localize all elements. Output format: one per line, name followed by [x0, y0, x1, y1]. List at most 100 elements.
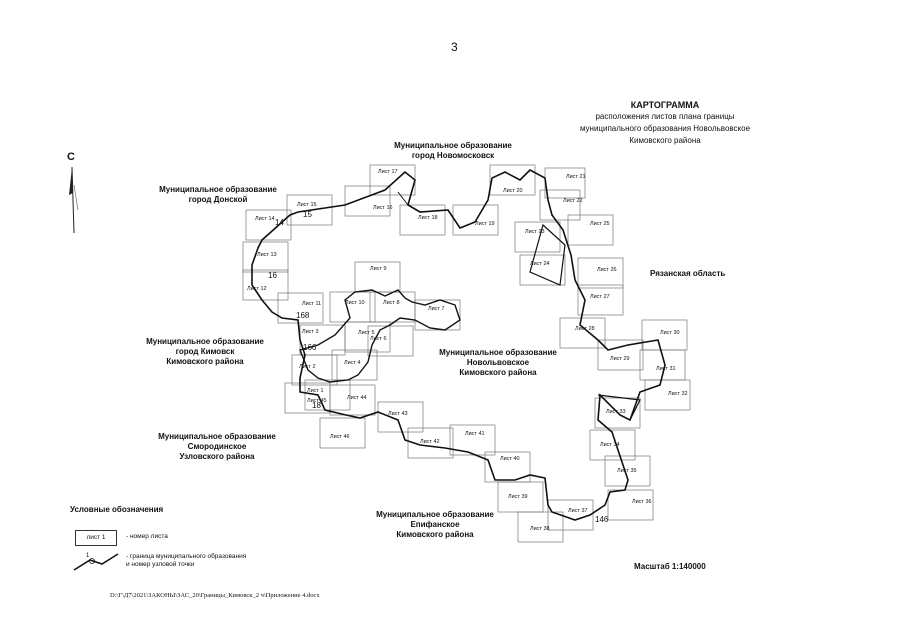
sheet-label: Лист 39: [508, 494, 528, 500]
sheet-label: Лист 34: [600, 442, 620, 448]
legend-sheet-sample-label: лист 1: [86, 534, 106, 541]
page-number: 3: [451, 40, 458, 54]
inner-boundary-line: [299, 289, 461, 383]
sheet-label: Лист 17: [378, 169, 398, 175]
region-line: Новольвовское: [466, 358, 530, 367]
sheet-frame: [559, 317, 606, 349]
legend-boundary-icon: 1: [73, 553, 119, 571]
sheet-label: Лист 32: [668, 391, 688, 397]
sheet-label: Лист 43: [388, 411, 408, 417]
region-line: Смородинское: [187, 442, 247, 451]
sheet-frame: [577, 257, 624, 289]
sheet-frame: [594, 397, 641, 429]
sheet-frame: [539, 189, 581, 221]
title-line: КАРТОГРАММА: [630, 100, 700, 110]
legend-line: - граница муниципального образования: [126, 553, 247, 560]
north-label: С: [67, 151, 75, 163]
region-line: Кимовского района: [166, 357, 244, 366]
legend-node-number: 1: [86, 553, 90, 559]
node-number-label: 166: [303, 343, 317, 352]
title-line: расположения листов плана границы: [595, 112, 735, 121]
node-number-label: 14: [275, 218, 284, 227]
sheet-label: Лист 22: [563, 198, 583, 204]
sheet-frame: [407, 427, 454, 459]
sheet-frame: [577, 284, 624, 316]
sheet-frame: [291, 354, 338, 386]
region-smorodinskoe: Муниципальное образование Смородинское У…: [142, 432, 292, 462]
sheet-label: Лист 10: [345, 300, 365, 306]
sheet-frame: [489, 164, 536, 196]
sheet-label: Лист 3: [302, 329, 319, 335]
title-line: Кимовского района: [629, 136, 701, 145]
sheet-frame: [344, 185, 391, 217]
sheet-label: Лист 46: [330, 434, 350, 440]
sheet-label: Лист 18: [418, 215, 438, 221]
boundary-segment-line: [597, 394, 641, 421]
sheet-label: Лист 14: [255, 216, 275, 222]
region-kimovsk: Муниципальное образование город Кимовск …: [130, 337, 280, 367]
sheet-label: Лист 7: [428, 306, 445, 312]
region-line: Узловского района: [179, 452, 255, 461]
node-number-label: 146: [595, 515, 609, 524]
sheet-label: Лист 24: [530, 261, 550, 267]
region-line: Муниципальное образование: [439, 348, 557, 357]
sheet-frame: [367, 325, 414, 357]
node-number-label: 168: [296, 311, 310, 320]
region-novolvovskoe: Муниципальное образование Новольвовское …: [418, 348, 578, 378]
sheet-label: Лист 15: [297, 202, 317, 208]
sheet-label: Лист 33: [606, 409, 626, 415]
region-line: Муниципальное образование: [146, 337, 264, 346]
sheet-frame: [319, 417, 366, 449]
sheet-frame: [597, 339, 644, 371]
sheet-label: Лист 19: [475, 221, 495, 227]
sheet-frame: [449, 424, 496, 456]
region-line: Кимовского района: [396, 530, 474, 539]
sheet-frame: [607, 489, 654, 521]
sheet-frame: [245, 209, 292, 241]
region-line: Муниципальное образование: [394, 141, 512, 150]
outer-boundary-line: [251, 169, 666, 521]
region-donskoy: Муниципальное образование город Донской: [143, 185, 293, 205]
sheet-frame: [644, 379, 691, 411]
legend-sheet-desc: - номер листа: [126, 533, 168, 540]
sheet-label: Лист 4: [344, 360, 361, 366]
title-line: муниципального образования Новольвовское: [579, 124, 751, 133]
sheet-label: Лист 29: [610, 356, 630, 362]
sheet-frame: [452, 204, 499, 236]
region-novomoskovsk: Муниципальное образование город Новомоск…: [378, 141, 528, 161]
sheet-label: Лист 40: [500, 456, 520, 462]
region-line: город Кимовск: [175, 347, 235, 356]
region-line: Муниципальное образование: [158, 432, 276, 441]
sheet-label: Лист 42: [420, 439, 440, 445]
region-line: Кимовского района: [459, 368, 537, 377]
scale-label: Масштаб 1:140000: [634, 562, 706, 571]
legend-line: и номер узловой точки: [126, 561, 195, 568]
sheet-label: Лист 16: [373, 205, 393, 211]
sheet-frame: [604, 455, 651, 487]
sheet-frame: [369, 291, 416, 323]
sheet-label: Лист 11: [302, 301, 321, 307]
footer-path: D:\Г\Д7\2021\ЗАКОНЫ\ЗАС_20\Границы_Кимов…: [110, 592, 320, 599]
sheet-frame: [286, 194, 333, 226]
sheet-frame: [514, 221, 561, 253]
sheet-frame: [242, 241, 289, 273]
sheet-label: Лист 23: [525, 229, 545, 235]
node-number-label: 18: [312, 401, 321, 410]
north-arrow-icon: [69, 166, 79, 234]
sheet-label: Лист 38: [530, 526, 550, 532]
region-line: Муниципальное образование: [376, 510, 494, 519]
sheet-frame: [284, 382, 331, 414]
sheet-label: Лист 45: [307, 398, 327, 404]
sheet-label: Лист 26: [597, 267, 617, 273]
sheet-label: Лист 12: [247, 286, 267, 292]
sheet-label: Лист 41: [465, 431, 485, 437]
sheet-label: Лист 20: [503, 188, 523, 194]
sheet-frame: [547, 499, 594, 531]
region-line: Муниципальное образование: [159, 185, 277, 194]
sheet-label: Лист 36: [632, 499, 652, 505]
sheet-frame: [399, 204, 446, 236]
sheet-label: Лист 8: [383, 300, 400, 306]
sheet-frame: [484, 451, 531, 483]
sheet-label: Лист 27: [590, 294, 610, 300]
sheet-label: Лист 21: [566, 174, 586, 180]
